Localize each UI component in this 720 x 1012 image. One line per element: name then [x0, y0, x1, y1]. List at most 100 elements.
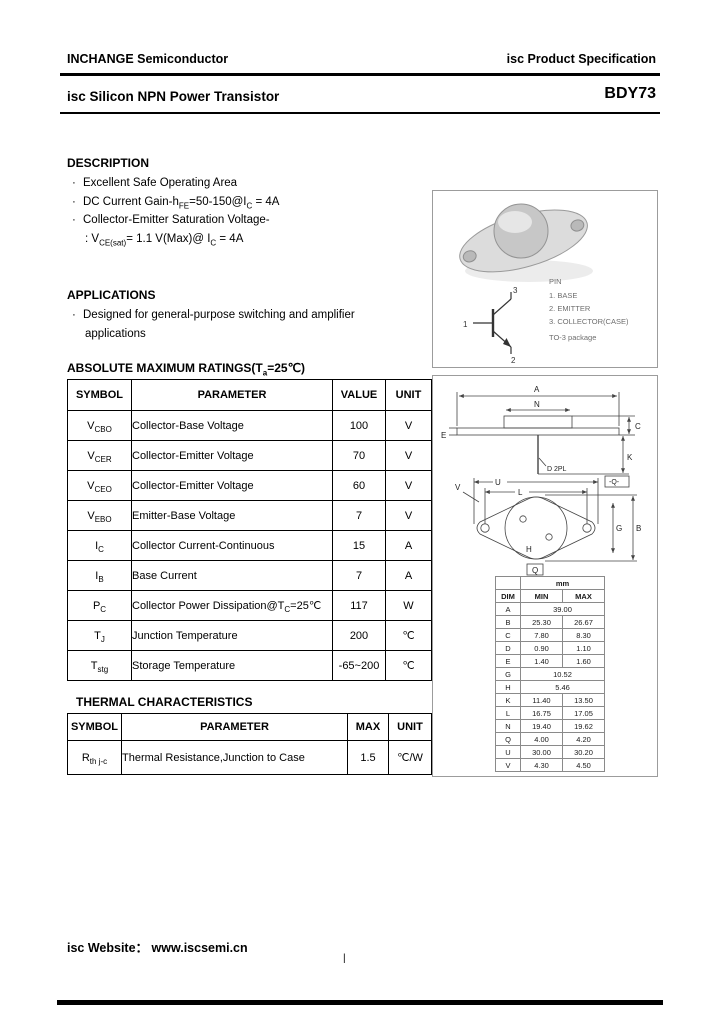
title-rule [60, 112, 660, 114]
bullet-text: applications [85, 327, 146, 340]
cell-dim: A [495, 602, 521, 616]
cell-symbol: IC [67, 530, 132, 561]
cell-unit: ℃/W [388, 740, 432, 775]
cell-min: 1.40 [520, 654, 563, 668]
cell-unit: A [385, 530, 432, 561]
bullet-dot: · [72, 177, 76, 189]
cell-parameter: Collector-Emitter Voltage [131, 470, 333, 501]
cell-parameter: Collector Power Dissipation@TC=25℃ [131, 590, 333, 621]
pin-heading: PIN [549, 277, 562, 286]
cell-dim: Q [495, 732, 521, 746]
description-heading: DESCRIPTION [67, 156, 150, 170]
cell-dim: E [495, 654, 521, 668]
cell-parameter: Emitter-Base Voltage [131, 500, 333, 531]
cell-min: 4.30 [520, 758, 563, 772]
schematic-pin-base: 1 [463, 320, 468, 329]
dim-label-c: C [635, 422, 641, 431]
dim-unit-label: mm [520, 576, 605, 590]
cell-symbol: IB [67, 560, 132, 591]
cell-dim: D [495, 641, 521, 655]
cell-min: 7.80 [520, 628, 563, 642]
company-name: INCHANGE Semiconductor [67, 52, 229, 66]
cell-parameter: Base Current [131, 560, 333, 591]
cell-dim: N [495, 719, 521, 733]
col-header-parameter: PARAMETER [131, 379, 333, 411]
thermal-header-row: SYMBOL PARAMETER MAX UNIT [67, 713, 432, 741]
cell-symbol: PC [67, 590, 132, 621]
cell-value: -65~200 [332, 650, 386, 681]
cell-unit: V [385, 470, 432, 501]
bullet-dot: · [72, 195, 76, 208]
dim-label-b: B [636, 524, 641, 533]
product-spec-label: isc Product Specification [506, 52, 656, 66]
bullet-dot [74, 230, 85, 249]
cell-value: 1.5 [347, 740, 389, 775]
cell-min: 11.40 [520, 693, 563, 707]
dim-blank-cell [495, 576, 521, 590]
cell-symbol: Tstg [67, 650, 132, 681]
dim-label-k: K [627, 453, 633, 462]
dim-label-l: L [518, 488, 523, 497]
cell-value: 60 [332, 470, 386, 501]
package-photo-panel: 3 1 2 PIN 1. BASE 2. EMITTER 3. COLLECTO… [432, 190, 658, 368]
cell-min: 19.40 [520, 719, 563, 733]
cell-dim: G [495, 667, 521, 681]
top-view [462, 475, 637, 576]
bullet-line: : VCE(sat)= 1.1 V(Max)@ IC = 4A [72, 230, 417, 249]
col-header-value: VALUE [332, 379, 386, 411]
thermal-col-unit: UNIT [388, 713, 432, 741]
dim-col-dim: DIM [495, 589, 521, 603]
emitter-arrow [503, 338, 511, 347]
cell-value: 7 [332, 560, 386, 591]
dim-header-row: DIM MIN MAX [495, 589, 605, 603]
cell-max: 1.60 [562, 654, 605, 668]
bullet-line: ·Excellent Safe Operating Area [72, 174, 417, 193]
cell-min-max: 39.00 [520, 602, 605, 616]
cell-parameter: Collector Current-Continuous [131, 530, 333, 561]
cell-dim: K [495, 693, 521, 707]
part-number: BDY73 [604, 85, 656, 102]
max-ratings-heading: ABSOLUTE MAXIMUM RATINGS(Ta=25℃) [67, 361, 306, 378]
pin-3-label: 3. COLLECTOR(CASE) [549, 317, 629, 326]
cell-parameter: Collector-Emitter Voltage [131, 440, 333, 471]
dim-label-h: H [526, 545, 532, 554]
to3-can-highlight [498, 211, 532, 233]
dim-label-v: V [455, 483, 461, 492]
package-photo-illustration: 3 1 2 [459, 203, 593, 365]
cell-min: 0.90 [520, 641, 563, 655]
cell-unit: A [385, 560, 432, 591]
schematic-pin-collector: 3 [513, 286, 518, 295]
cell-value: 15 [332, 530, 386, 561]
col-header-symbol: SYMBOL [67, 379, 132, 411]
cell-unit: V [385, 500, 432, 531]
cell-symbol: VCEO [67, 470, 132, 501]
cell-value: 100 [332, 410, 386, 441]
cell-value: 7 [332, 500, 386, 531]
thermal-col-parameter: PARAMETER [121, 713, 348, 741]
cell-value: 70 [332, 440, 386, 471]
package-drawing-panel: A N C E K D 2PL V U L -Q- G B H Q mm [432, 375, 658, 777]
cell-unit: ℃ [385, 650, 432, 681]
bullet-text: : VCE(sat)= 1.1 V(Max)@ IC = 4A [85, 232, 244, 247]
pin-info-block: PIN 1. BASE 2. EMITTER 3. COLLECTOR(CASE… [549, 275, 628, 344]
cell-symbol: VCER [67, 440, 132, 471]
schematic-pin-emitter: 2 [511, 356, 516, 365]
cell-dim: L [495, 706, 521, 720]
